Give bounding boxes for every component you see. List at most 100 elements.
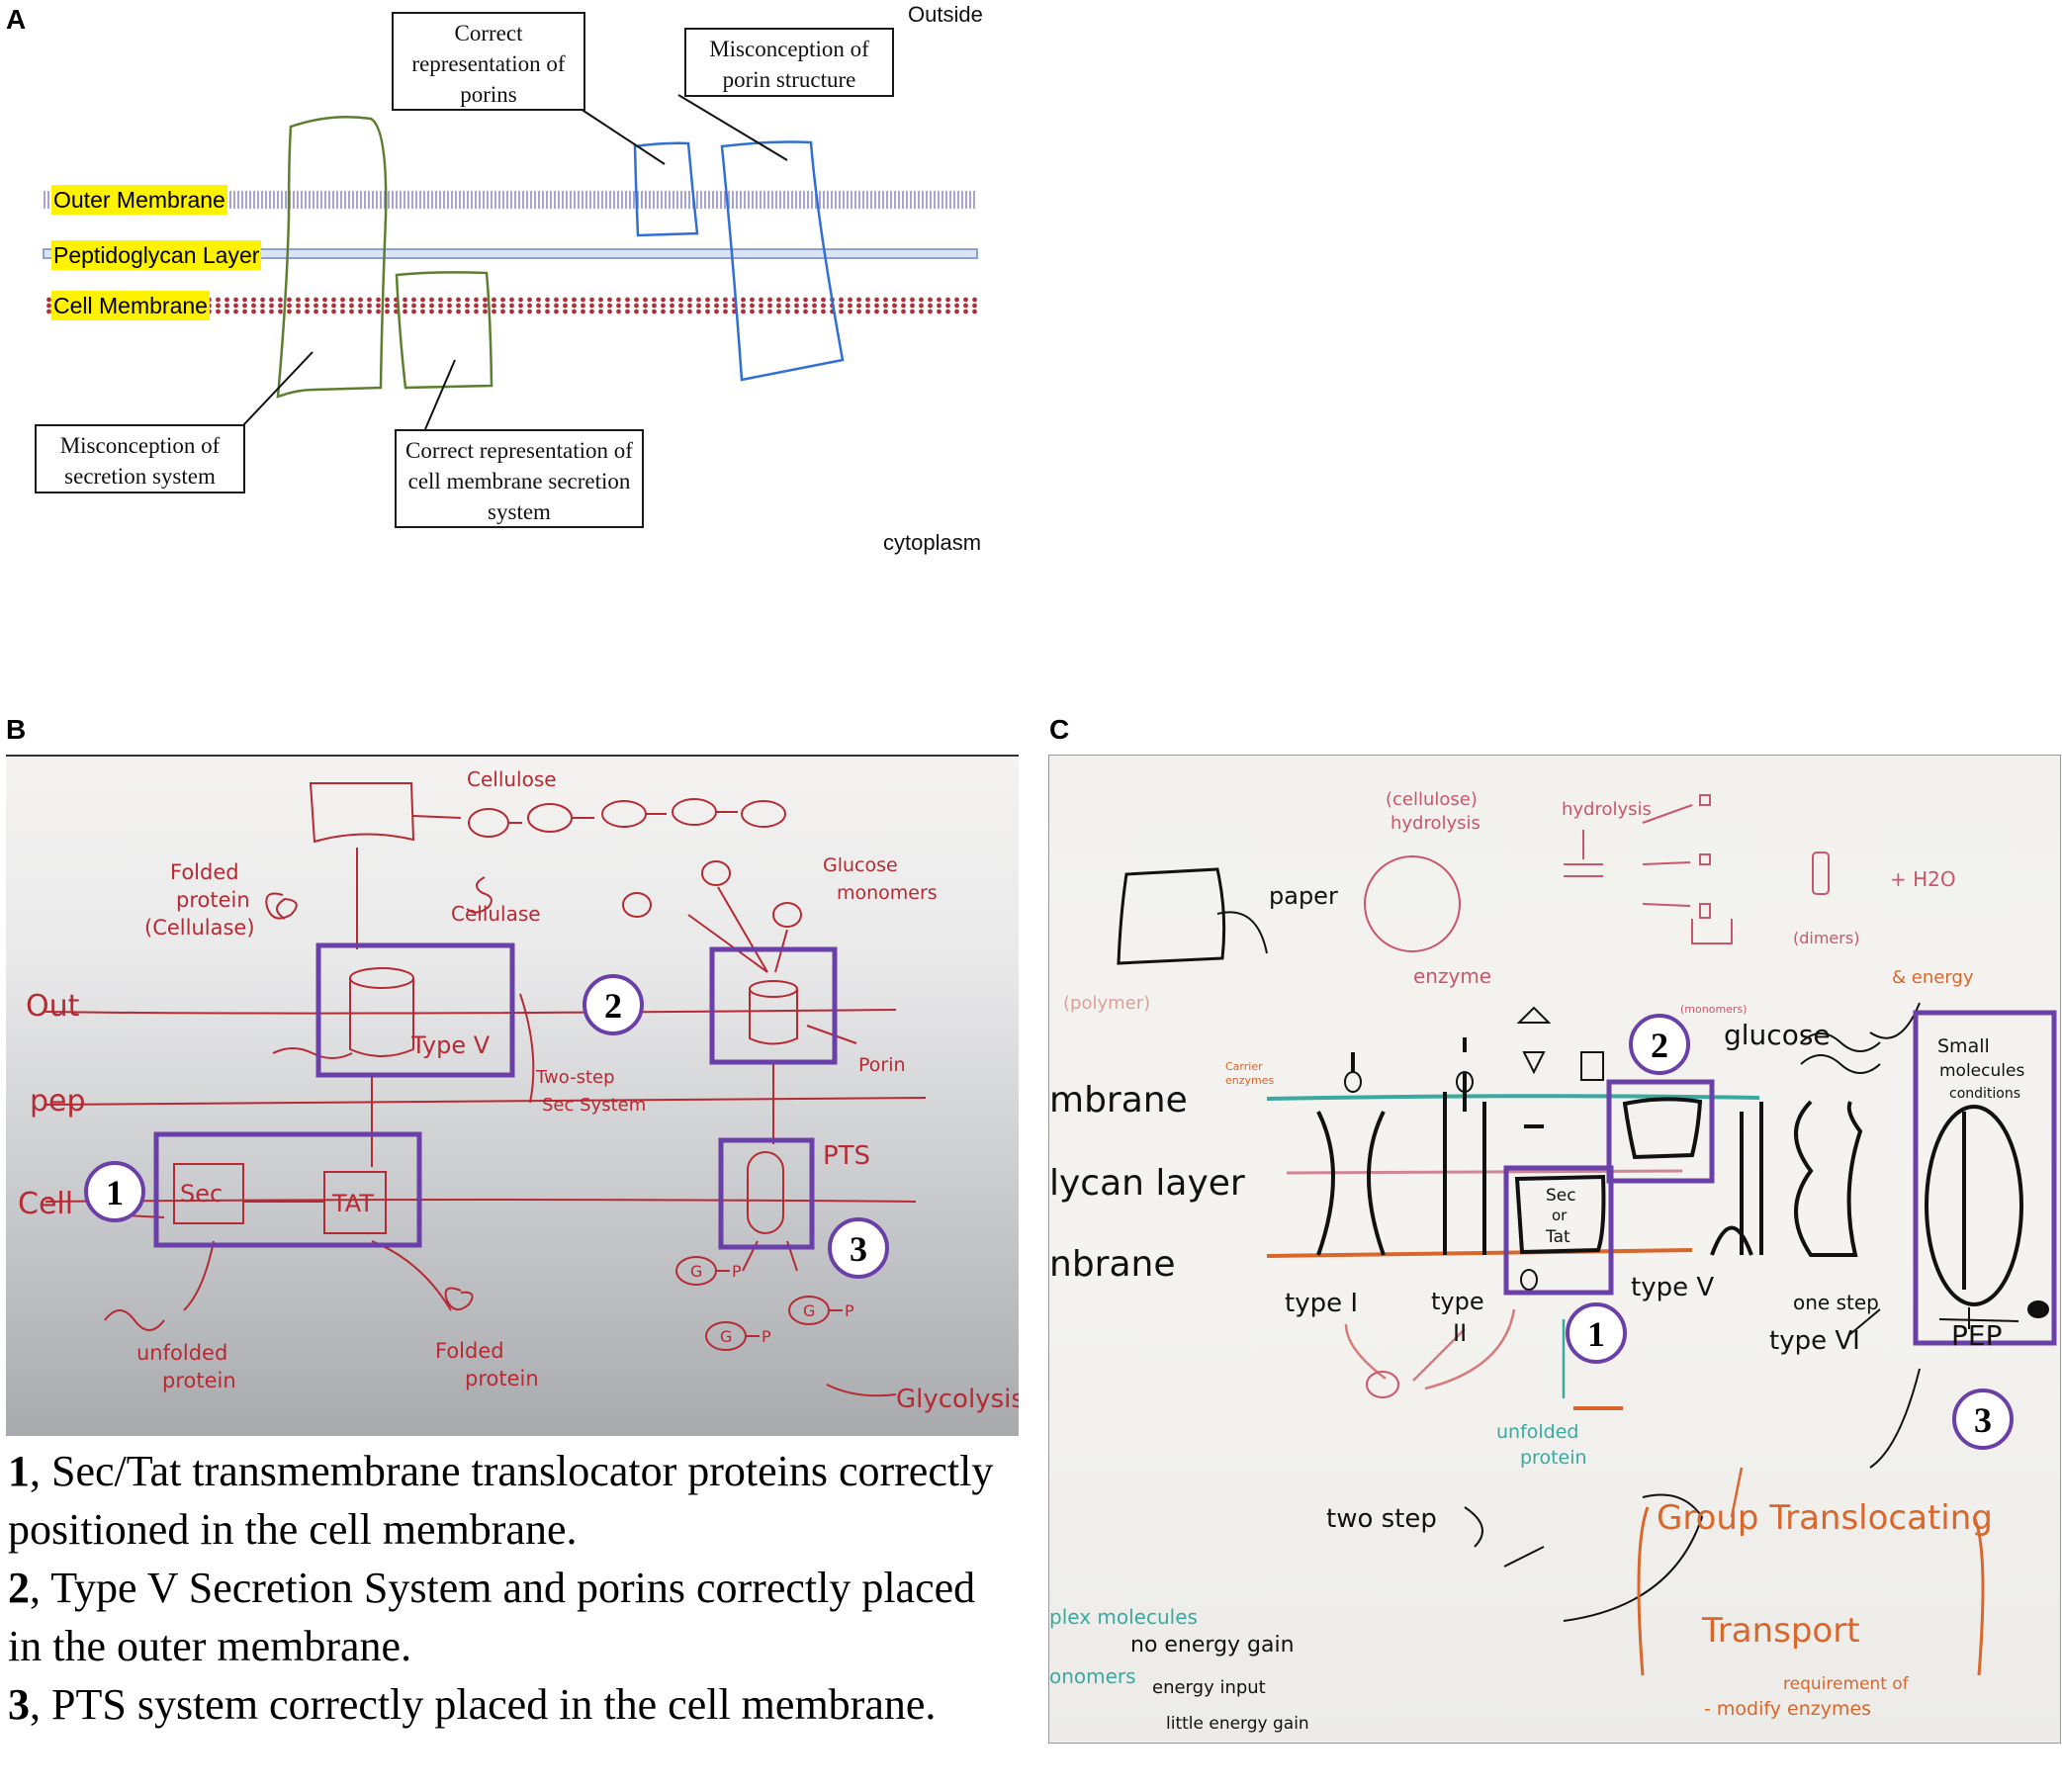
panel-c-letter: C [1049, 714, 1070, 745]
svg-text:2: 2 [1651, 1026, 1668, 1065]
c-one-step: one step [1793, 1291, 1879, 1314]
c-monomers: onomers [1049, 1664, 1136, 1688]
c-small: Small [1937, 1035, 1990, 1057]
c-unfolded-2: protein [1520, 1447, 1587, 1469]
callout-secretion-misconception: Misconception of secretion system [35, 424, 245, 493]
c-membrane-2: nbrane [1049, 1244, 1176, 1285]
b-glycolysis: Glycolysis [896, 1385, 1019, 1414]
c-marker-1: 1 [1566, 1302, 1627, 1364]
outside-label: Outside [908, 2, 983, 27]
c-dimers: (dimers) [1793, 929, 1859, 947]
outer-membrane [44, 191, 977, 209]
panel-c-whiteboard: (cellulose) hydrolysis hydrolysis paper … [1048, 755, 2061, 1744]
b-porin: Porin [858, 1054, 906, 1076]
c-polymer: (polymer) [1063, 993, 1150, 1014]
callout-correct-cell-secretion: Correct representation of cell membrane … [395, 429, 644, 528]
b-type-v: Type V [410, 1031, 491, 1059]
c-complex: plex molecules [1049, 1605, 1198, 1629]
b-folded-protein-2: protein [465, 1367, 539, 1390]
b-out: Out [26, 989, 80, 1024]
c-or: or [1552, 1207, 1568, 1224]
c-cellulose: (cellulose) [1386, 789, 1478, 810]
callout-correct-porins: Correct representation of porins [392, 12, 585, 111]
c-two-step: two step [1326, 1504, 1437, 1534]
figure-caption: 1, Sec/Tat transmembrane translocator pr… [8, 1442, 1007, 1734]
b-folded-1: Folded [170, 860, 239, 884]
caption-num-1: 1 [8, 1447, 30, 1495]
c-conditions: conditions [1949, 1086, 2020, 1102]
c-tat: Tat [1545, 1227, 1570, 1247]
b-folded-2: protein [176, 888, 250, 912]
b-monomers: monomers [837, 882, 938, 904]
callout-porin-misconception: Misconception of porin structure [684, 28, 894, 97]
b-pts: PTS [823, 1141, 870, 1171]
outer-membrane-label: Outer Membrane [51, 185, 227, 215]
c-type-1: type I [1285, 1289, 1358, 1318]
cell-membrane-label: Cell Membrane [51, 291, 210, 320]
b-g-2: G [720, 1327, 732, 1346]
c-little-energy: little energy gain [1166, 1714, 1309, 1734]
c-glucose: glucose [1724, 1019, 1831, 1051]
svg-text:1: 1 [106, 1173, 124, 1212]
b-tat: TAT [331, 1190, 374, 1217]
secretion-correct-shape [395, 271, 493, 390]
c-group-translocating: Group Translocating [1657, 1498, 1993, 1538]
caption-text-2: , Type V Secretion System and porins cor… [8, 1564, 976, 1670]
peptidoglycan-label: Peptidoglycan Layer [51, 240, 262, 270]
b-cellulase: Cellulase [451, 902, 541, 926]
b-glucose: Glucose [823, 854, 898, 876]
c-requirement-2: - modify enzymes [1704, 1698, 1871, 1720]
c-monomers-small: (monomers) [1680, 1003, 1747, 1016]
caption-text-3: , PTS system correctly placed in the cel… [30, 1680, 937, 1729]
b-folded-3: (Cellulase) [144, 916, 255, 940]
c-energy: & energy [1892, 967, 1974, 988]
c-energy-input: energy input [1152, 1677, 1266, 1698]
c-type-2a: type [1431, 1288, 1484, 1315]
svg-text:3: 3 [850, 1229, 867, 1269]
peptidoglycan-layer [43, 248, 978, 259]
b-pep: pep [30, 1084, 86, 1119]
c-h2o: + H2O [1890, 867, 1956, 891]
c-marker-3: 3 [1952, 1389, 2014, 1450]
panel-b-whiteboard: Cellulose Folded protein (Cellulase) Cel… [6, 755, 1019, 1436]
secretion-misconception-shape [276, 115, 388, 399]
c-pep: PEP [1951, 1319, 2002, 1352]
caption-item-2: 2, Type V Secretion System and porins co… [8, 1559, 1007, 1675]
c-enzymes: enzymes [1225, 1074, 1275, 1087]
cell-membrane [44, 297, 977, 314]
svg-text:1: 1 [1587, 1314, 1605, 1354]
c-enzyme: enzyme [1413, 964, 1491, 988]
c-transport: Transport [1701, 1611, 1860, 1651]
panel-a-letter: A [6, 4, 27, 35]
b-cell: Cell [18, 1187, 73, 1221]
b-p-2: P [762, 1327, 771, 1346]
panel-a-diagram [43, 94, 978, 430]
c-carrier: Carrier [1225, 1060, 1263, 1073]
c-paper: paper [1269, 882, 1338, 910]
c-type-6: type VI [1769, 1326, 1860, 1356]
b-sec: Sec [180, 1180, 223, 1208]
caption-num-2: 2 [8, 1564, 30, 1612]
b-marker-3: 3 [828, 1217, 889, 1279]
c-hydrolysis-2: hydrolysis [1562, 799, 1652, 820]
svg-text:2: 2 [604, 986, 622, 1026]
b-marker-2: 2 [583, 974, 644, 1035]
svg-text:3: 3 [1974, 1400, 1992, 1440]
c-glycan-layer: lycan layer [1049, 1163, 1245, 1204]
c-marker-2: 2 [1629, 1014, 1690, 1075]
b-g-1: G [690, 1262, 702, 1281]
c-requirement-1: requirement of [1783, 1674, 1910, 1694]
b-marker-1: 1 [84, 1161, 145, 1222]
porin-correct-shape [633, 141, 699, 237]
b-two-step-2: Sec System [542, 1095, 646, 1116]
c-unfolded-1: unfolded [1496, 1421, 1579, 1443]
cytoplasm-label: cytoplasm [883, 530, 982, 555]
b-folded-protein-1: Folded [435, 1339, 504, 1363]
b-p-3: P [845, 1301, 854, 1320]
b-p-1: P [732, 1262, 742, 1281]
b-g-3: G [803, 1301, 815, 1320]
c-hydrolysis-1: hydrolysis [1390, 813, 1480, 834]
b-cellulose: Cellulose [467, 767, 557, 791]
c-type-5: type V [1631, 1273, 1714, 1302]
caption-num-3: 3 [8, 1680, 30, 1729]
